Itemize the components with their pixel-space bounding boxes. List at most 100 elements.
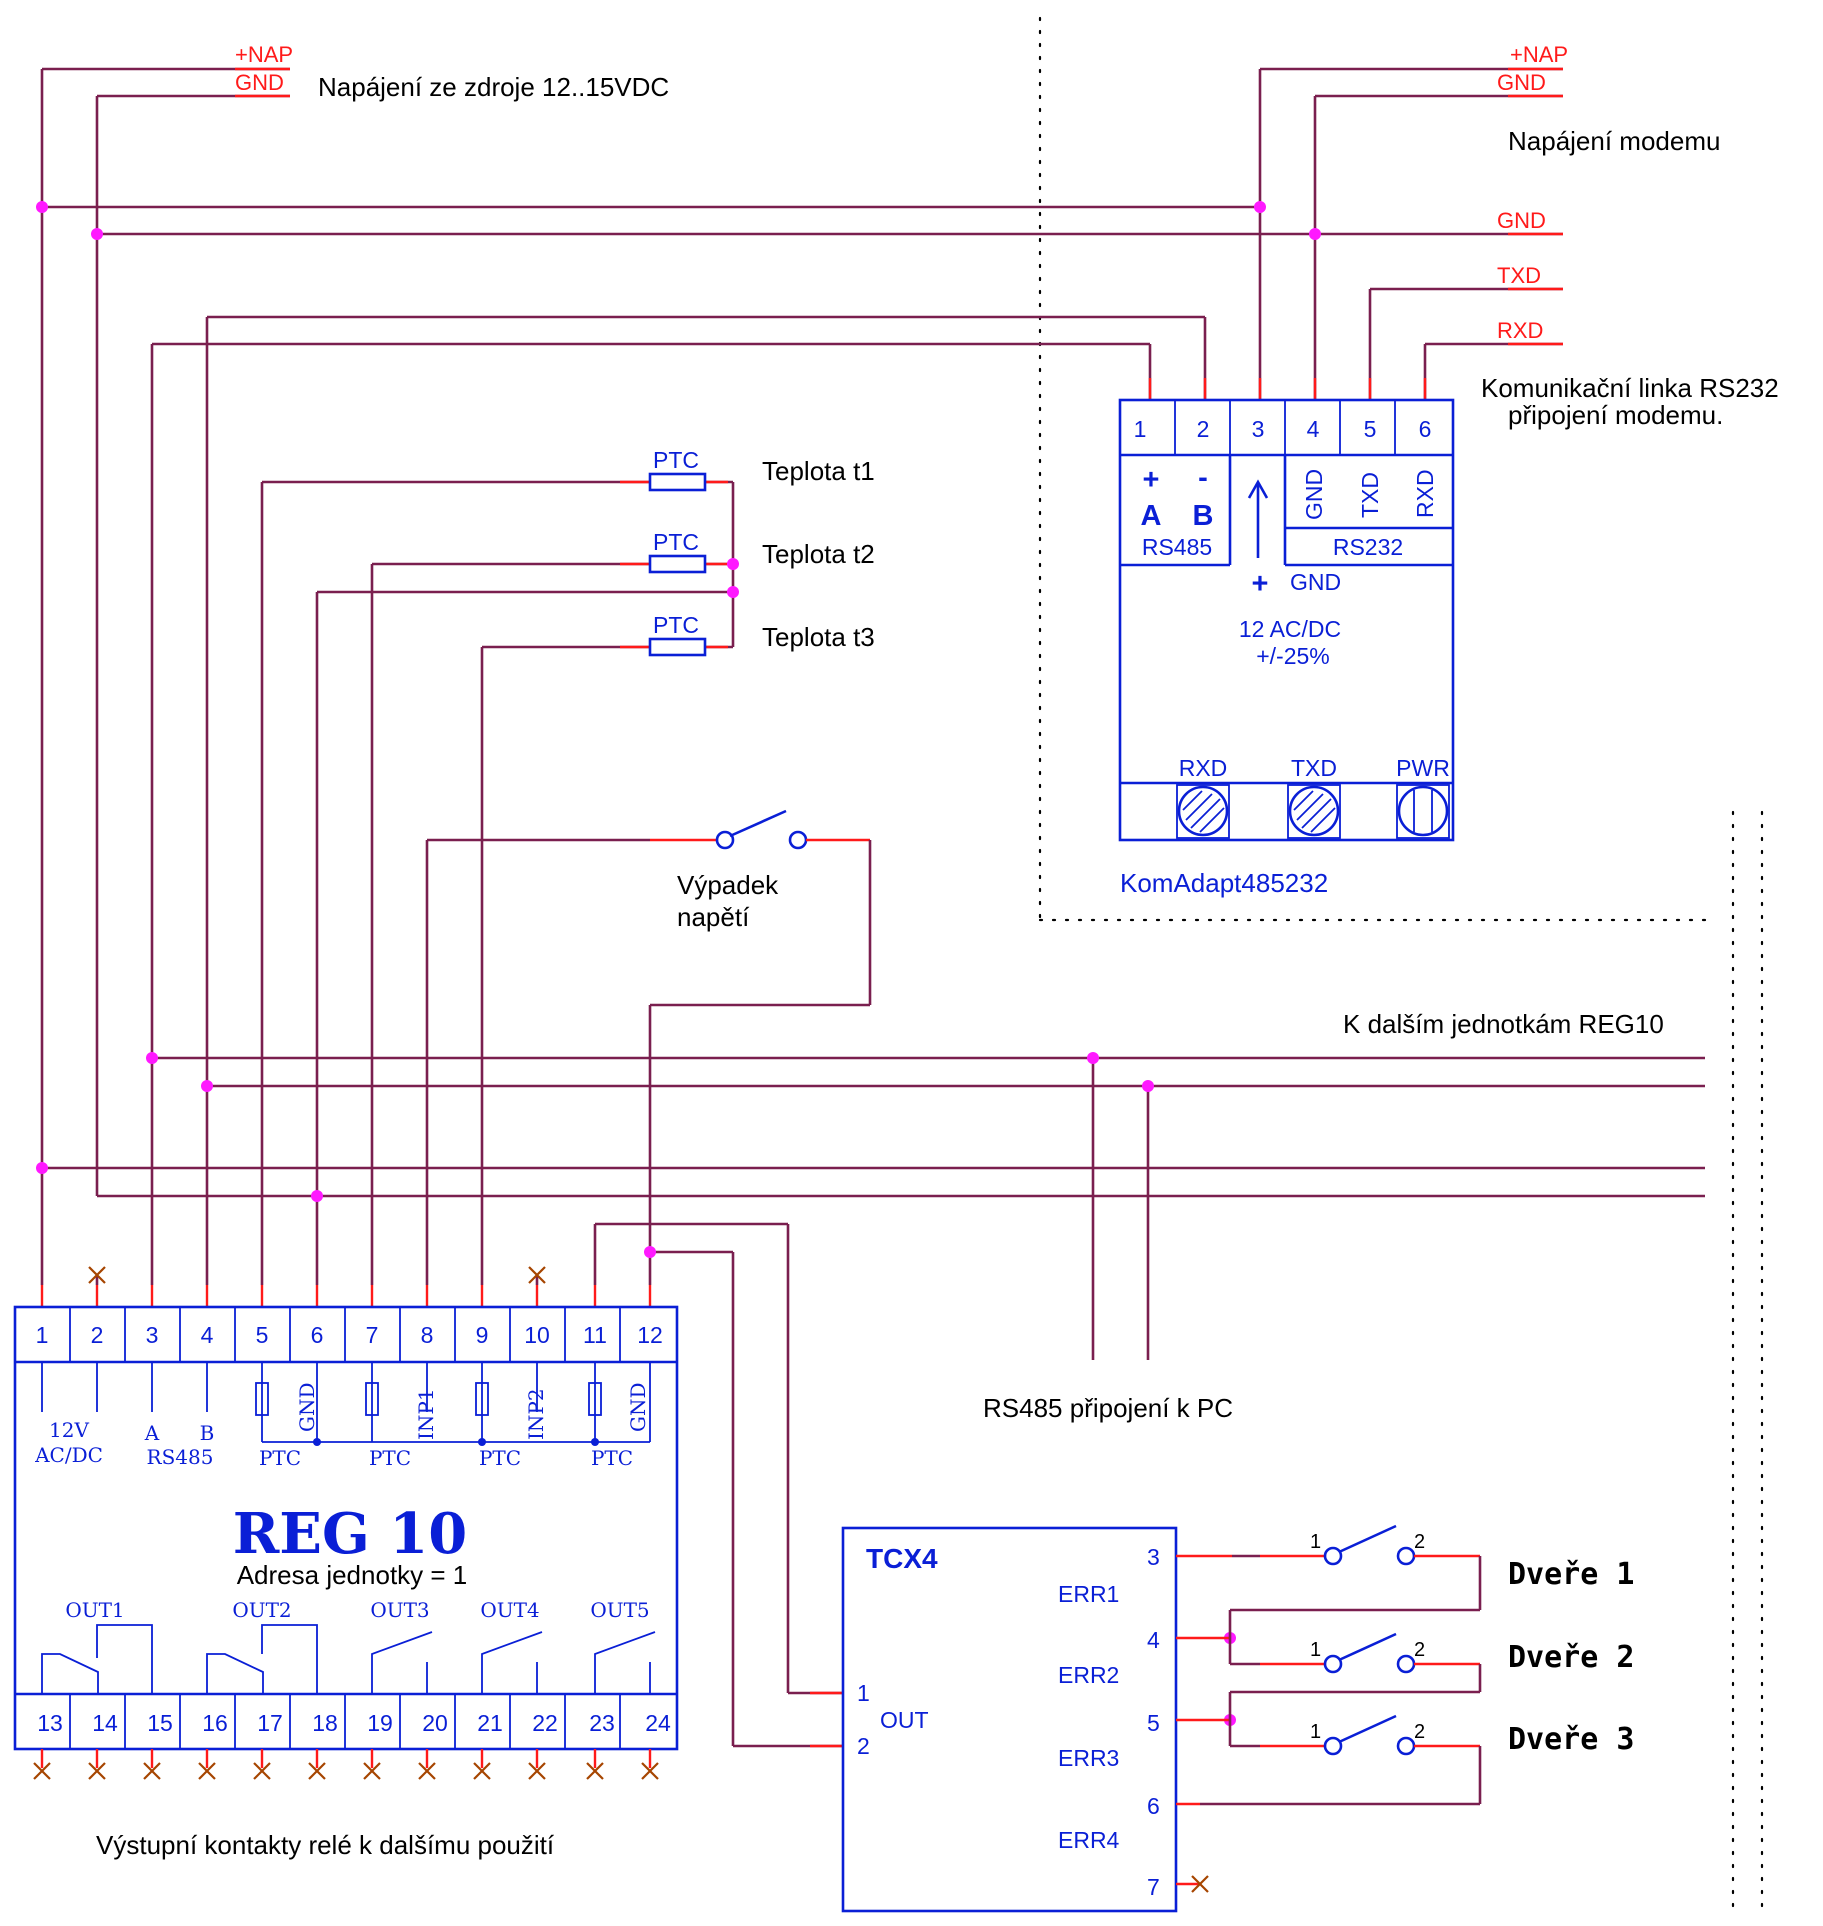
- reg10-terminal-21: 21: [477, 1710, 503, 1736]
- reg10-terminal-4: 4: [201, 1322, 214, 1348]
- reg10-out3: OUT3: [370, 1598, 429, 1622]
- adapter-gnd: GND: [1301, 469, 1327, 520]
- bus-label: K dalším jednotkám REG10: [1343, 1009, 1664, 1039]
- tcx4-pin-3: 3: [1147, 1544, 1160, 1570]
- sensor-3-type: PTC: [653, 612, 699, 638]
- reg10-terminal-1: 1: [36, 1322, 49, 1348]
- door-1-pin-1: 1: [1310, 1531, 1321, 1553]
- door-3-label: Dveře 3: [1508, 1722, 1634, 1757]
- reg10-terminal-8: 8: [421, 1322, 434, 1348]
- reg10-terminal-7: 7: [366, 1322, 379, 1348]
- reg10-terminal-5: 5: [256, 1322, 269, 1348]
- tcx4-err3: ERR3: [1058, 1745, 1119, 1771]
- reg10-title: REG 10: [233, 1501, 467, 1567]
- reg10-rs485: RS485: [147, 1445, 214, 1469]
- reg10-terminal-13: 13: [37, 1710, 63, 1736]
- outage-label-2: napětí: [677, 902, 750, 932]
- modem-nap-label: +NAP: [1510, 42, 1568, 67]
- door-2-label: Dveře 2: [1508, 1640, 1634, 1675]
- reg10-gnd-1: GND: [295, 1382, 319, 1432]
- reg10-terminal-24: 24: [645, 1710, 671, 1736]
- adapter-minus: -: [1198, 462, 1208, 494]
- reg10-ptc-4: PTC: [591, 1446, 633, 1470]
- reg10-a: A: [144, 1421, 160, 1445]
- reg10-address: Adresa jednotky = 1: [237, 1560, 468, 1590]
- reg10-inp2: INP2: [524, 1388, 548, 1440]
- tcx4-pin-7: 7: [1147, 1874, 1160, 1900]
- reg10-out4: OUT4: [480, 1598, 539, 1622]
- reg10-terminal-20: 20: [422, 1710, 448, 1736]
- outage-label-1: Výpadek: [677, 870, 779, 900]
- door-1-label: Dveře 1: [1508, 1557, 1634, 1592]
- reg10-inp1: INP1: [414, 1388, 438, 1440]
- reg10-ptc-3: PTC: [479, 1446, 521, 1470]
- tcx4-name: TCX4: [866, 1543, 938, 1574]
- modem-gnd2-label: GND: [1497, 208, 1546, 233]
- reg10-terminal-12: 12: [637, 1322, 663, 1348]
- reg10-gnd-2: GND: [626, 1382, 650, 1432]
- modem-txd-label: TXD: [1497, 263, 1541, 288]
- adapter-tolerance: +/-25%: [1256, 643, 1330, 669]
- adapter-name: KomAdapt485232: [1120, 868, 1328, 898]
- adapter-rs232: RS232: [1333, 534, 1403, 560]
- reg10-terminal-16: 16: [202, 1710, 228, 1736]
- door-2-pin-1: 1: [1310, 1639, 1321, 1661]
- reg10-ptc-2: PTC: [369, 1446, 411, 1470]
- reg10-terminal-23: 23: [589, 1710, 615, 1736]
- nap-label: +NAP: [235, 42, 293, 67]
- pc-connection-label: RS485 připojení k PC: [983, 1393, 1233, 1423]
- adapter-terminal-3: 3: [1252, 416, 1265, 442]
- tcx4-unit: [841, 1526, 1480, 1913]
- relay-note: Výstupní kontakty relé k dalšímu použití: [96, 1830, 555, 1860]
- adapter-terminal-6: 6: [1419, 416, 1432, 442]
- sensor-2-label: Teplota t2: [762, 539, 875, 569]
- reg10-terminal-18: 18: [312, 1710, 338, 1736]
- reg10-unit: [13, 1305, 679, 1780]
- tcx4-out: OUT: [880, 1707, 929, 1733]
- tcx4-err2: ERR2: [1058, 1662, 1119, 1688]
- sensor-wires: [260, 472, 735, 1285]
- adapter-terminal-5: 5: [1364, 416, 1377, 442]
- sensor-1-label: Teplota t1: [762, 456, 875, 486]
- power-wires: [40, 67, 1563, 1285]
- reg10-terminal-19: 19: [367, 1710, 393, 1736]
- reg10-out5: OUT5: [590, 1598, 649, 1622]
- rs232-line-label: Komunikační linka RS232: [1481, 373, 1779, 403]
- reg10-terminal-22: 22: [532, 1710, 558, 1736]
- adapter-terminal-1: 1: [1134, 416, 1147, 442]
- adapter-supply: 12 AC/DC: [1239, 616, 1341, 642]
- power-description: Napájení ze zdroje 12..15VDC: [318, 72, 669, 102]
- door-1-pin-2: 2: [1414, 1531, 1425, 1553]
- adapter-terminal-4: 4: [1307, 416, 1320, 442]
- dotted-boundaries: [1038, 16, 1764, 1917]
- adapter-terminal-2: 2: [1197, 416, 1210, 442]
- reg10-terminal-10: 10: [524, 1322, 550, 1348]
- led-pwr-label: PWR: [1396, 755, 1450, 781]
- adapter-plus: +: [1143, 464, 1160, 496]
- led-txd-label: TXD: [1291, 755, 1337, 781]
- door-3-pin-2: 2: [1414, 1721, 1425, 1743]
- tcx4-err1: ERR1: [1058, 1581, 1119, 1607]
- reg10-terminal-14: 14: [92, 1710, 118, 1736]
- sensor-3-label: Teplota t3: [762, 622, 875, 652]
- tcx4-pin-6: 6: [1147, 1793, 1160, 1819]
- adapter-a: A: [1141, 500, 1162, 532]
- sensor-1-type: PTC: [653, 447, 699, 473]
- reg10-terminal-17: 17: [257, 1710, 283, 1736]
- tcx4-in1: 1: [857, 1680, 870, 1706]
- door-2-pin-2: 2: [1414, 1639, 1425, 1661]
- adapter-rs485: RS485: [1142, 534, 1212, 560]
- door-3-pin-1: 1: [1310, 1721, 1321, 1743]
- komadapt-module: [1118, 398, 1455, 842]
- tcx4-err4: ERR4: [1058, 1827, 1120, 1853]
- reg10-out1: OUT1: [65, 1598, 124, 1622]
- reg10-ptc-1: PTC: [259, 1446, 301, 1470]
- junction-dots: [36, 201, 1321, 1726]
- reg10-out2: OUT2: [232, 1598, 291, 1622]
- reg10-terminal-2: 2: [91, 1322, 104, 1348]
- reg10-pin-stubs: [40, 1266, 652, 1307]
- tcx4-pin-4: 4: [1147, 1627, 1160, 1653]
- reg10-b: B: [200, 1421, 215, 1445]
- door-switches: [1228, 1524, 1482, 1804]
